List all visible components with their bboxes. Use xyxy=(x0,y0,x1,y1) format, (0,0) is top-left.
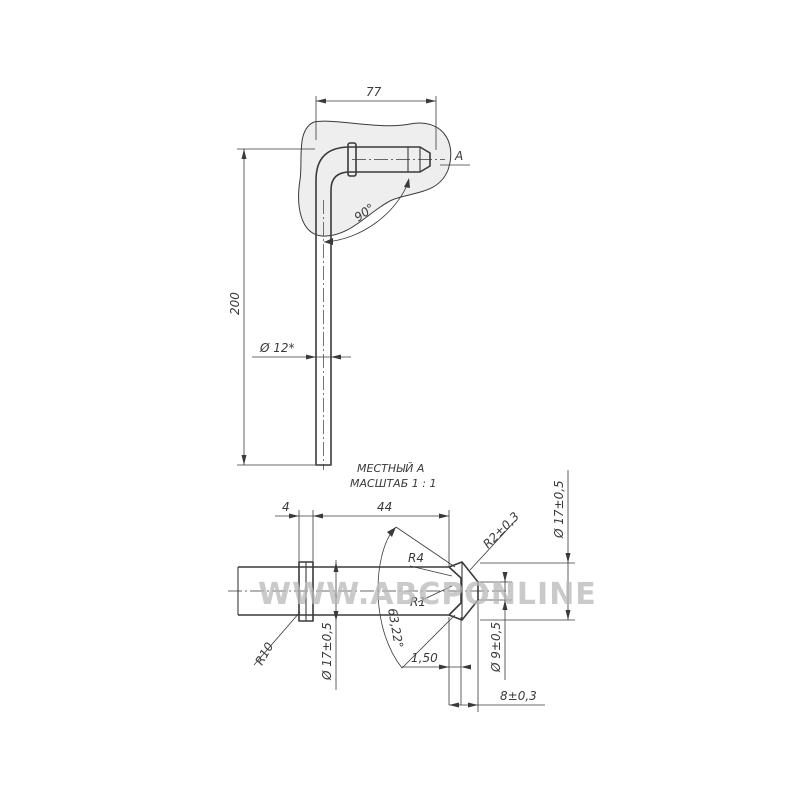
dim-collar-width: 4 xyxy=(282,500,290,514)
detail-marker-a: A xyxy=(454,149,463,163)
dim-outer-diameter: Ø 17±0,5 xyxy=(552,480,566,539)
dim-height: 200 xyxy=(228,292,242,315)
dim-length: 44 xyxy=(377,500,392,514)
detail-a-callout xyxy=(298,120,452,237)
dim-tip-radius: R2±0,3 xyxy=(480,509,522,551)
dim-overall-length: 77 xyxy=(366,85,382,99)
detail-scale: МАСШТАБ 1 : 1 xyxy=(350,477,436,490)
dim-collar-diameter: Ø 17±0,5 xyxy=(320,622,334,681)
rod-outline xyxy=(315,146,431,466)
main-view: 77 200 Ø 12* 90° A xyxy=(228,85,470,470)
watermark: WWW.ABCPONLINE xyxy=(258,577,597,612)
detail-title: МЕСТНЫЙ А xyxy=(357,462,424,475)
dim-fillet-r4: R4 xyxy=(408,551,424,565)
dim-chamfer-angle: 63,22° xyxy=(385,607,406,649)
detail-view: МЕСТНЫЙ А МАСШТАБ 1 : 1 4 44 R2±0,3 xyxy=(228,462,575,712)
dim-tip-length: 8±0,3 xyxy=(500,689,537,703)
dim-collar-radius: R10 xyxy=(252,640,276,668)
dim-rod-diameter: Ø 12* xyxy=(259,341,295,355)
angle-arc xyxy=(323,179,410,243)
dim-fillet-r1: R1 xyxy=(410,595,426,609)
dim-neck-diameter: Ø 9±0,5 xyxy=(489,622,503,673)
chamfer-angle-arc xyxy=(377,526,403,669)
dim-step: 1,50 xyxy=(411,651,438,665)
